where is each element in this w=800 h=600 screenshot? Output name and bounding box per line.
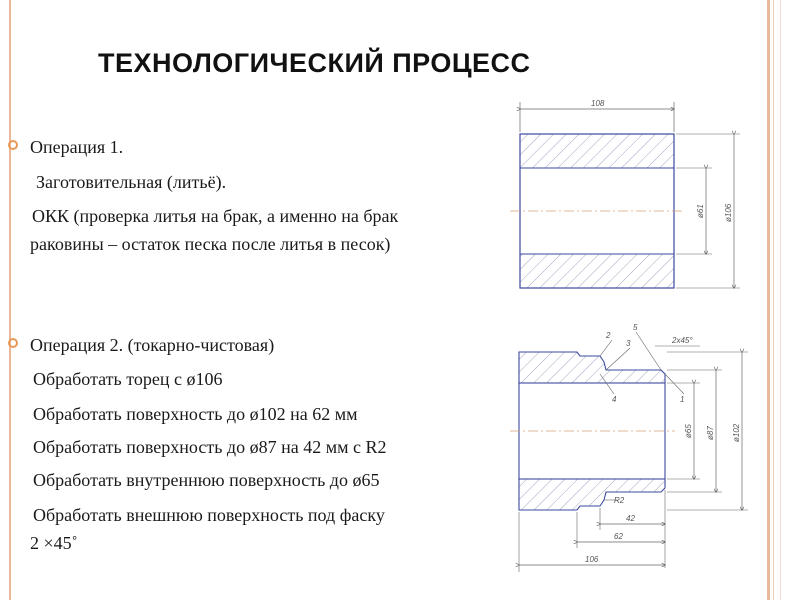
operation1-line: ОКК (проверка литья на брак, а именно на… bbox=[32, 206, 399, 226]
right-border-rule-thin bbox=[773, 0, 774, 600]
len-42-label: 42 bbox=[626, 514, 635, 523]
technical-drawing: 108 ø61 ø106 2 3 5 2х45° 1 bbox=[510, 99, 748, 572]
operation1-line: раковины – остаток песка после литья в п… bbox=[30, 234, 391, 254]
dim-inner-label: ø65 bbox=[684, 424, 693, 438]
operation1-heading: Операция 1. bbox=[30, 137, 124, 157]
bullet-icon bbox=[8, 338, 18, 348]
len-62-label: 62 bbox=[614, 532, 623, 541]
right-border-rule-faint bbox=[780, 0, 781, 600]
operation2-line: Обработать внутреннюю поверхность до ø65 bbox=[33, 470, 380, 490]
operation2-line: Обработать внешнюю поверхность под фаску bbox=[33, 505, 385, 525]
callout-1: 1 bbox=[680, 395, 684, 404]
bullet-icon bbox=[8, 140, 18, 150]
operation2-heading: Операция 2. (токарно-чистовая) bbox=[30, 335, 275, 355]
machined-part-drawing: 2 3 5 2х45° 1 4 ø65 ø87 ø102 R2 42 bbox=[510, 323, 748, 572]
callout-4: 4 bbox=[612, 395, 617, 404]
dim-mid-label: ø87 bbox=[706, 426, 715, 440]
chamfer-label: 2х45° bbox=[671, 336, 693, 345]
operation1-line: Заготовительная (литьё). bbox=[36, 172, 227, 192]
radius-label: R2 bbox=[614, 496, 625, 505]
right-border-rule bbox=[767, 0, 770, 600]
slide-title: ТЕХНОЛОГИЧЕСКИЙ ПРОЦЕСС bbox=[98, 48, 531, 78]
dim-outer-label: ø102 bbox=[732, 423, 741, 442]
dim-outer-label: ø106 bbox=[724, 203, 733, 222]
operation2-line: Обработать торец с ø106 bbox=[33, 369, 223, 389]
dim-inner-label: ø61 bbox=[696, 204, 705, 218]
left-border-rule bbox=[9, 0, 11, 600]
callout-3: 3 bbox=[626, 339, 631, 348]
callout-5: 5 bbox=[633, 323, 638, 332]
callout-2: 2 bbox=[605, 331, 611, 340]
operation2-line: Обработать поверхность до ø102 на 62 мм bbox=[33, 404, 358, 424]
blank-part-drawing: 108 ø61 ø106 bbox=[510, 99, 740, 288]
len-106-label: 106 bbox=[585, 555, 599, 564]
dim-length-label: 108 bbox=[591, 99, 605, 108]
operation2-line: 2 ×45˚ bbox=[30, 533, 78, 553]
operation2-line: Обработать поверхность до ø87 на 42 мм с… bbox=[33, 437, 387, 457]
